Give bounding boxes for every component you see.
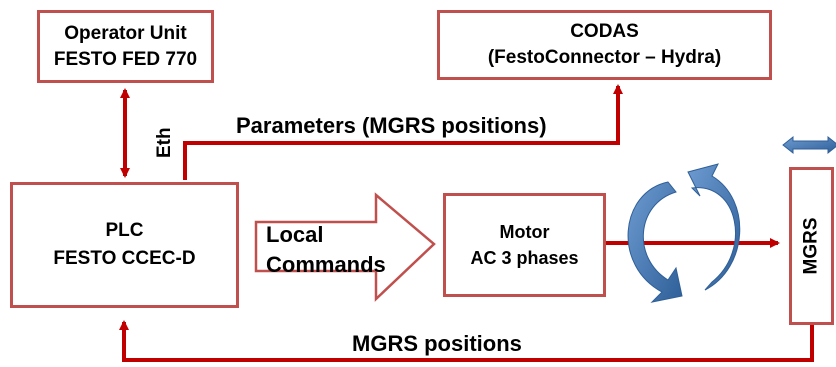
linear-motion-arrow xyxy=(782,135,836,155)
rotation-arrow-right xyxy=(687,163,741,291)
plc-model: FESTO CCEC-D xyxy=(53,248,196,269)
plc-to-codas-line xyxy=(183,84,623,180)
local-commands-label-line1: Local xyxy=(266,222,324,247)
operator-unit-model: FESTO FED 770 xyxy=(53,48,198,70)
operator-unit-title: Operator Unit xyxy=(64,22,187,44)
local-commands-arrow xyxy=(254,192,436,302)
codas-box: CODAS (FestoConnector – Hydra) xyxy=(437,10,772,80)
mgrs-positions-label: MGRS positions xyxy=(352,331,522,356)
eth-label: Eth xyxy=(154,127,175,158)
parameters-label: Parameters (MGRS positions) xyxy=(236,113,547,138)
local-commands-label-line2: Commands xyxy=(266,252,386,277)
mgrs-box: MGRS xyxy=(789,167,834,325)
motor-box: Motor AC 3 phases xyxy=(443,193,606,297)
motor-spec: AC 3 phases xyxy=(470,248,579,268)
rotation-arrow-left xyxy=(627,181,683,303)
plc-box: PLC FESTO CCEC-D xyxy=(10,182,239,308)
mgrs-label: MGRS xyxy=(800,217,822,275)
plc-title: PLC xyxy=(105,220,144,241)
operator-unit-box: Operator Unit FESTO FED 770 xyxy=(37,10,214,83)
mgrs-positions-feedback-line xyxy=(119,320,814,362)
motor-title: Motor xyxy=(499,222,550,242)
codas-title: CODAS xyxy=(570,21,639,42)
codas-subtitle: (FestoConnector – Hydra) xyxy=(487,47,722,68)
